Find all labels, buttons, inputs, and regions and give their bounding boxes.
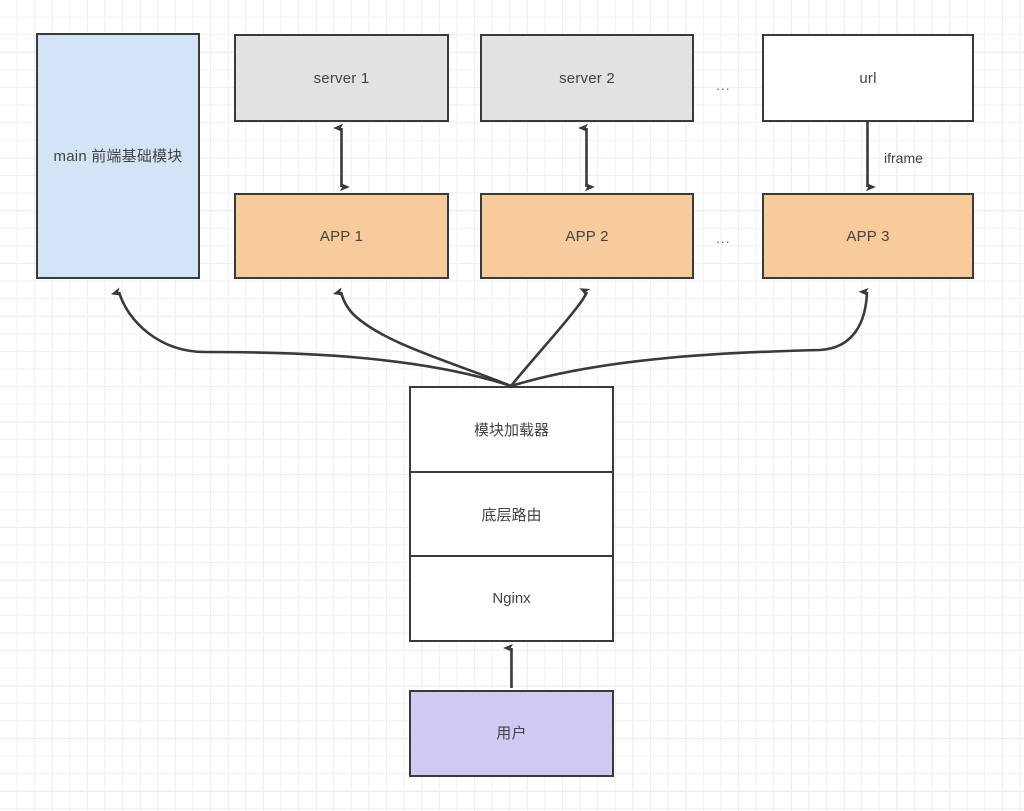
node-app-3-label: APP 3 xyxy=(846,227,890,245)
node-server-2[interactable]: server 2 xyxy=(480,34,694,122)
edge-loader-app2 xyxy=(509,288,591,387)
edge-loader-app3 xyxy=(510,287,869,388)
node-url[interactable]: url xyxy=(762,34,974,122)
node-app-1-label: APP 1 xyxy=(319,227,364,245)
stack-cell-module-loader-label: 模块加载器 xyxy=(473,421,549,439)
stack-cell-base-router-label: 底层路由 xyxy=(481,506,542,524)
node-server-1[interactable]: server 1 xyxy=(234,34,449,122)
stack-cell-nginx[interactable]: Nginx xyxy=(411,557,612,640)
node-app-3[interactable]: APP 3 xyxy=(762,193,974,279)
node-server-1-label: server 1 xyxy=(313,69,370,87)
node-url-label: url xyxy=(859,69,877,87)
iframe-edge-label: iframe xyxy=(884,150,923,166)
server-row-ellipsis: ... xyxy=(716,77,731,93)
node-user[interactable]: 用户 xyxy=(409,690,614,777)
node-app-2[interactable]: APP 2 xyxy=(480,193,694,279)
node-main-module[interactable]: main 前端基础模块 xyxy=(36,33,200,279)
node-app-2-label: APP 2 xyxy=(565,227,609,245)
stack-cell-base-router[interactable]: 底层路由 xyxy=(411,473,612,558)
platform-stack: 模块加载器 底层路由 Nginx xyxy=(409,386,614,642)
edge-loader-main xyxy=(110,287,512,388)
stack-cell-module-loader[interactable]: 模块加载器 xyxy=(411,388,612,473)
node-main-module-label: main 前端基础模块 xyxy=(53,147,183,165)
app-row-ellipsis: ... xyxy=(716,230,731,246)
node-app-1[interactable]: APP 1 xyxy=(234,193,449,279)
node-server-2-label: server 2 xyxy=(559,69,615,87)
node-user-label: 用户 xyxy=(496,725,527,742)
edge-loader-app1 xyxy=(332,287,512,388)
stack-cell-nginx-label: Nginx xyxy=(492,590,531,608)
